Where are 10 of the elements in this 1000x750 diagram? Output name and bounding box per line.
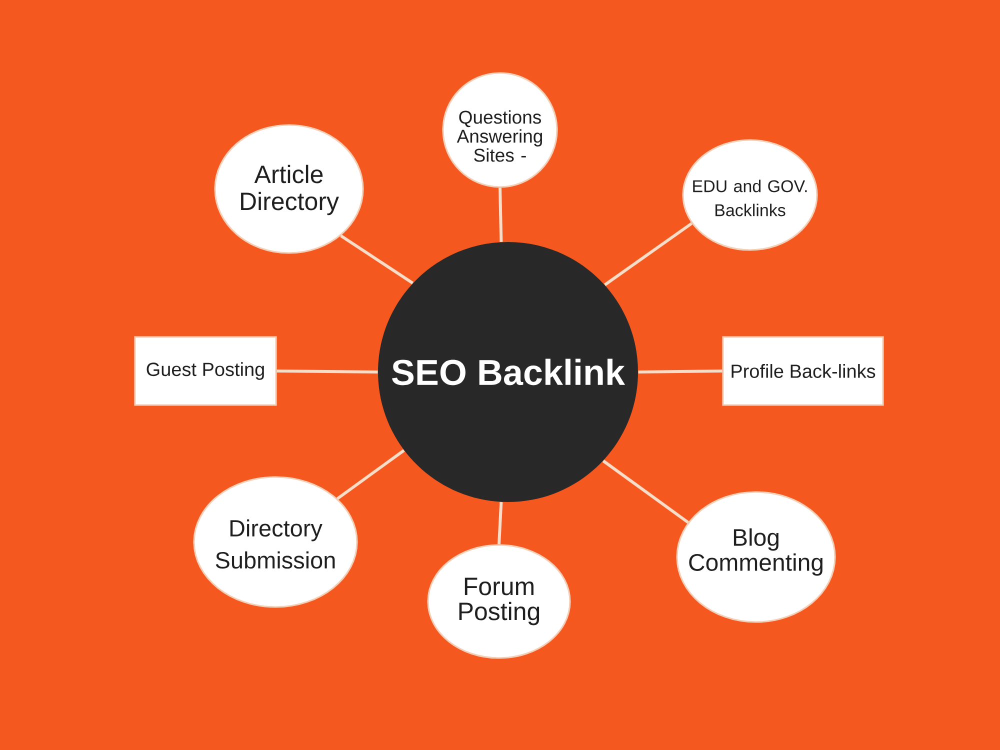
connector-line (340, 234, 414, 284)
connector-line (602, 460, 689, 524)
topic-box: Guest Posting (134, 336, 277, 406)
connector-line (498, 188, 503, 242)
connector-line (276, 370, 378, 374)
topic-box: Profile Back-links (722, 336, 884, 406)
connector-line (604, 222, 693, 286)
connector-line (336, 449, 405, 500)
connector-line (498, 502, 503, 544)
connector-line (638, 370, 722, 374)
